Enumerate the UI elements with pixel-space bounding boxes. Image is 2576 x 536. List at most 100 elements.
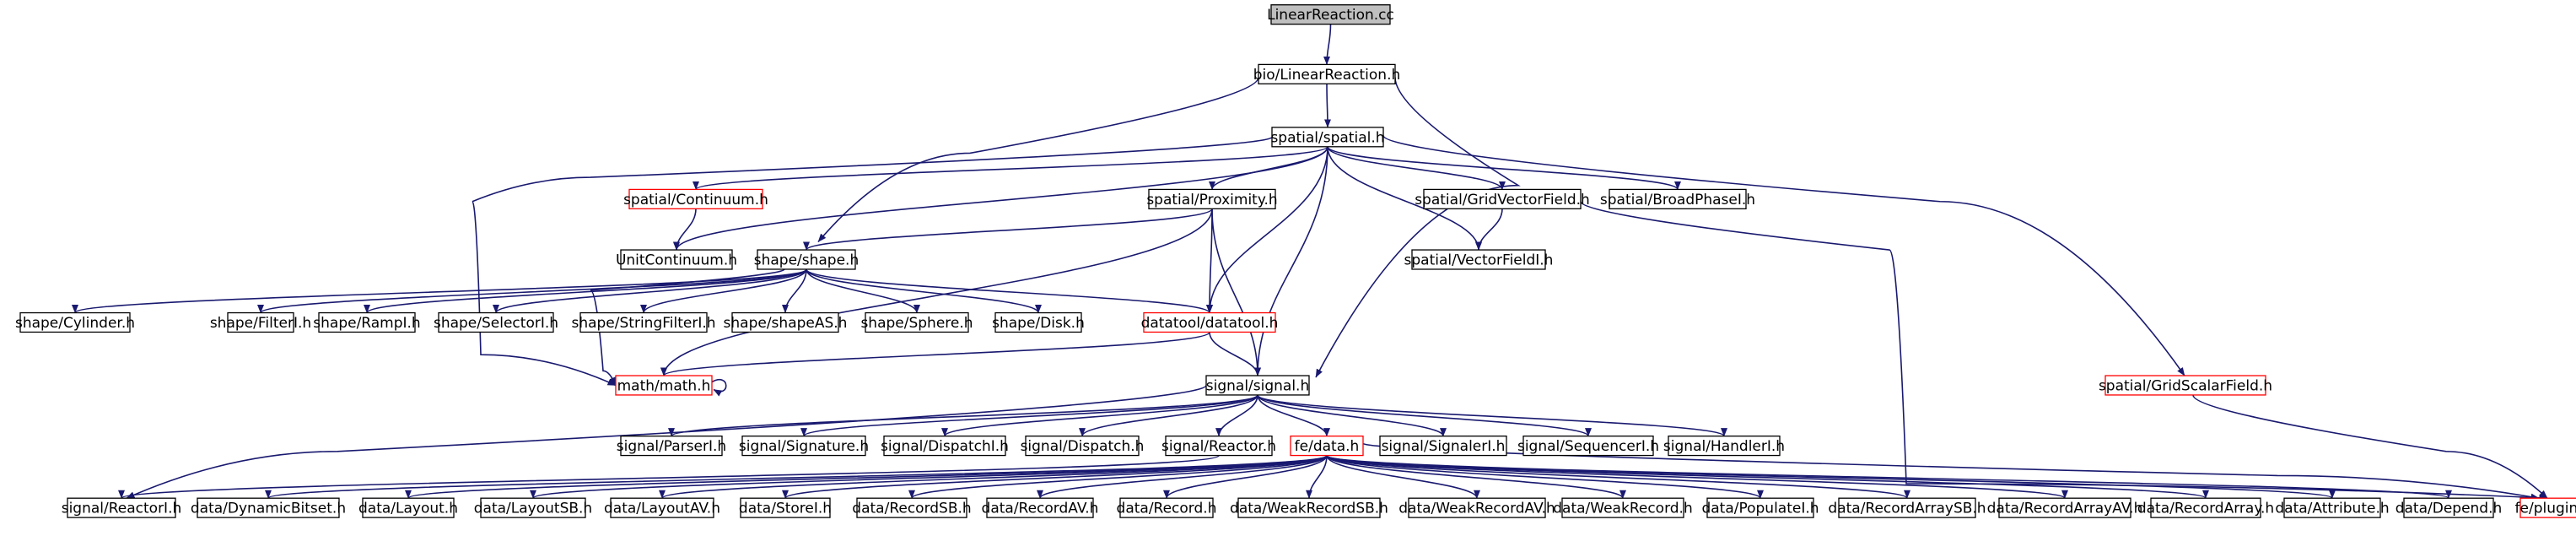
node-box-data_recordav[interactable]	[986, 497, 1094, 518]
node-data_layoutsb[interactable]: data/LayoutSB.h	[474, 497, 592, 518]
node-fe_data[interactable]: fe/data.h	[1290, 436, 1364, 457]
node-data_depend[interactable]: data/Depend.h	[2395, 497, 2503, 518]
node-data_weakrecordav[interactable]: data/WeakRecordAV.h	[1398, 497, 1555, 518]
node-box-fe_data[interactable]	[1290, 436, 1364, 457]
node-box-shape_filteri[interactable]	[227, 311, 294, 333]
node-box-data_recordarrayav[interactable]	[1998, 497, 2131, 518]
node-box-data_record[interactable]	[1119, 497, 1214, 518]
node-box-data_attribute[interactable]	[2283, 497, 2381, 518]
node-box-datatool_datatool[interactable]	[1143, 311, 1276, 333]
node-box-root[interactable]	[1270, 4, 1391, 25]
node-data_layoutav[interactable]: data/LayoutAV.h	[604, 497, 720, 518]
node-box-spatial_gridvectorfield[interactable]	[1423, 188, 1582, 209]
node-box-data_layoutav[interactable]	[610, 497, 714, 518]
node-box-spatial_gridscalarfield[interactable]	[2104, 375, 2266, 396]
node-spatial_gridvectorfield[interactable]: spatial/GridVectorField.h	[1415, 188, 1590, 209]
node-box-data_weakrecordav[interactable]	[1408, 497, 1546, 518]
node-signal_signaleri[interactable]: signal/SignalerI.h	[1379, 436, 1507, 457]
node-box-signal_reactor[interactable]	[1165, 436, 1273, 457]
node-box-shape_stringfilteri[interactable]	[579, 311, 708, 333]
node-box-signal_signal[interactable]	[1205, 375, 1310, 396]
node-box-data_recordarraysb[interactable]	[1838, 497, 1976, 518]
node-box-shape_shapeas[interactable]	[731, 311, 839, 333]
node-data_recordarraysb[interactable]: data/RecordArraySB.h	[1828, 497, 1986, 518]
node-shape_disk[interactable]: shape/Disk.h	[992, 311, 1085, 333]
node-data_attribute[interactable]: data/Attribute.h	[2275, 497, 2390, 518]
node-box-spatial_spatial[interactable]	[1271, 127, 1384, 148]
node-box-data_layoutsb[interactable]	[480, 497, 586, 518]
node-signal_signal[interactable]: signal/signal.h	[1205, 375, 1310, 396]
node-spatial_gridscalarfield[interactable]: spatial/GridScalarField.h	[2099, 375, 2272, 396]
node-datatool_datatool[interactable]: datatool/datatool.h	[1141, 311, 1279, 333]
node-data_dynamicbitset[interactable]: data/DynamicBitset.h	[191, 497, 346, 518]
node-unitcontinuum[interactable]: UnitContinuum.h	[616, 249, 737, 270]
node-shape_filteri[interactable]: shape/FilterI.h	[210, 311, 311, 333]
node-data_recordarray[interactable]: data/RecordArray.h	[2137, 497, 2274, 518]
node-box-data_depend[interactable]	[2403, 497, 2494, 518]
node-spatial_spatial[interactable]: spatial/spatial.h	[1270, 127, 1385, 148]
node-box-data_recordsb[interactable]	[856, 497, 967, 518]
node-data_recordsb[interactable]: data/RecordSB.h	[852, 497, 972, 518]
node-box-spatial_continuum[interactable]	[628, 188, 763, 209]
node-data_recordarrayav[interactable]: data/RecordArrayAV.h	[1987, 497, 2143, 518]
node-box-spatial_proximity[interactable]	[1148, 188, 1276, 209]
node-box-data_recordarray[interactable]	[2150, 497, 2261, 518]
node-signal_dispatchi[interactable]: signal/DispatchI.h	[881, 436, 1009, 457]
node-box-signal_signaleri[interactable]	[1379, 436, 1507, 457]
node-box-data_storei[interactable]	[740, 497, 831, 518]
node-shape_stringfilteri[interactable]: shape/StringFilterI.h	[571, 311, 716, 333]
node-signal_handleri[interactable]: signal/HandlerI.h	[1663, 436, 1785, 457]
node-signal_reactori[interactable]: signal/ReactorI.h	[62, 497, 182, 518]
node-shape_cylinder[interactable]: shape/Cylinder.h	[15, 311, 135, 333]
node-signal_parseri[interactable]: signal/ParserI.h	[617, 436, 726, 457]
node-box-unitcontinuum[interactable]	[620, 249, 733, 270]
node-data_recordav[interactable]: data/RecordAV.h	[982, 497, 1099, 518]
node-data_populatei[interactable]: data/PopulateI.h	[1701, 497, 1819, 518]
node-spatial_vectorfieldi[interactable]: spatial/VectorFieldI.h	[1404, 249, 1554, 270]
node-box-shape_shape[interactable]	[757, 249, 856, 270]
node-data_weakrecord[interactable]: data/WeakRecord.h	[1553, 497, 1693, 518]
node-box-signal_reactori[interactable]	[67, 497, 176, 518]
node-spatial_broadphasei[interactable]: spatial/BroadPhaseI.h	[1600, 188, 1755, 209]
node-data_weakrecordsb[interactable]: data/WeakRecordSB.h	[1230, 497, 1388, 518]
node-box-shape_selectori[interactable]	[438, 311, 554, 333]
node-box-signal_parseri[interactable]	[620, 436, 723, 457]
node-spatial_continuum[interactable]: spatial/Continuum.h	[623, 188, 768, 209]
node-shape_shapeas[interactable]: shape/shapeAS.h	[724, 311, 848, 333]
node-shape_sphere[interactable]: shape/Sphere.h	[860, 311, 973, 333]
node-signal_signature[interactable]: signal/Signature.h	[739, 436, 869, 457]
node-box-data_weakrecordsb[interactable]	[1237, 497, 1381, 518]
node-bio_linearreaction[interactable]: bio/LinearReaction.h	[1253, 63, 1401, 84]
node-box-signal_dispatch[interactable]	[1025, 436, 1140, 457]
node-data_record[interactable]: data/Record.h	[1117, 497, 1217, 518]
node-signal_dispatch[interactable]: signal/Dispatch.h	[1021, 436, 1145, 457]
node-shape_shape[interactable]: shape/shape.h	[754, 249, 860, 270]
node-shape_selectori[interactable]: shape/SelectorI.h	[434, 311, 558, 333]
node-math_math[interactable]: math/math.h	[615, 375, 713, 396]
node-box-math_math[interactable]	[615, 375, 713, 396]
node-box-data_populatei[interactable]	[1706, 497, 1814, 518]
node-box-signal_dispatchi[interactable]	[883, 436, 1006, 457]
node-shape_rampi[interactable]: shape/RampI.h	[313, 311, 421, 333]
node-box-signal_sequenceri[interactable]	[1522, 436, 1654, 457]
node-root[interactable]: LinearReaction.cc	[1267, 4, 1394, 25]
node-box-data_layout[interactable]	[362, 497, 455, 518]
node-box-spatial_vectorfieldi[interactable]	[1411, 249, 1546, 270]
node-box-shape_cylinder[interactable]	[19, 311, 131, 333]
node-box-shape_sphere[interactable]	[865, 311, 969, 333]
node-box-bio_linearreaction[interactable]	[1258, 63, 1396, 84]
node-signal_reactor[interactable]: signal/Reactor.h	[1161, 436, 1276, 457]
node-spatial_proximity[interactable]: spatial/Proximity.h	[1146, 188, 1278, 209]
node-box-data_weakrecord[interactable]	[1561, 497, 1684, 518]
node-box-fe_plugin[interactable]	[2519, 497, 2576, 518]
node-box-shape_disk[interactable]	[994, 311, 1082, 333]
node-box-signal_handleri[interactable]	[1668, 436, 1781, 457]
node-data_layout[interactable]: data/Layout.h	[358, 497, 458, 518]
node-signal_sequenceri[interactable]: signal/SequencerI.h	[1517, 436, 1659, 457]
node-box-data_dynamicbitset[interactable]	[197, 497, 340, 518]
node-fe_plugin[interactable]: fe/plugin.h	[2515, 497, 2576, 518]
node-box-signal_signature[interactable]	[741, 436, 866, 457]
node-box-spatial_broadphasei[interactable]	[1609, 188, 1747, 209]
node-box-shape_rampi[interactable]	[318, 311, 416, 333]
node-data_storei[interactable]: data/StoreI.h	[739, 497, 832, 518]
